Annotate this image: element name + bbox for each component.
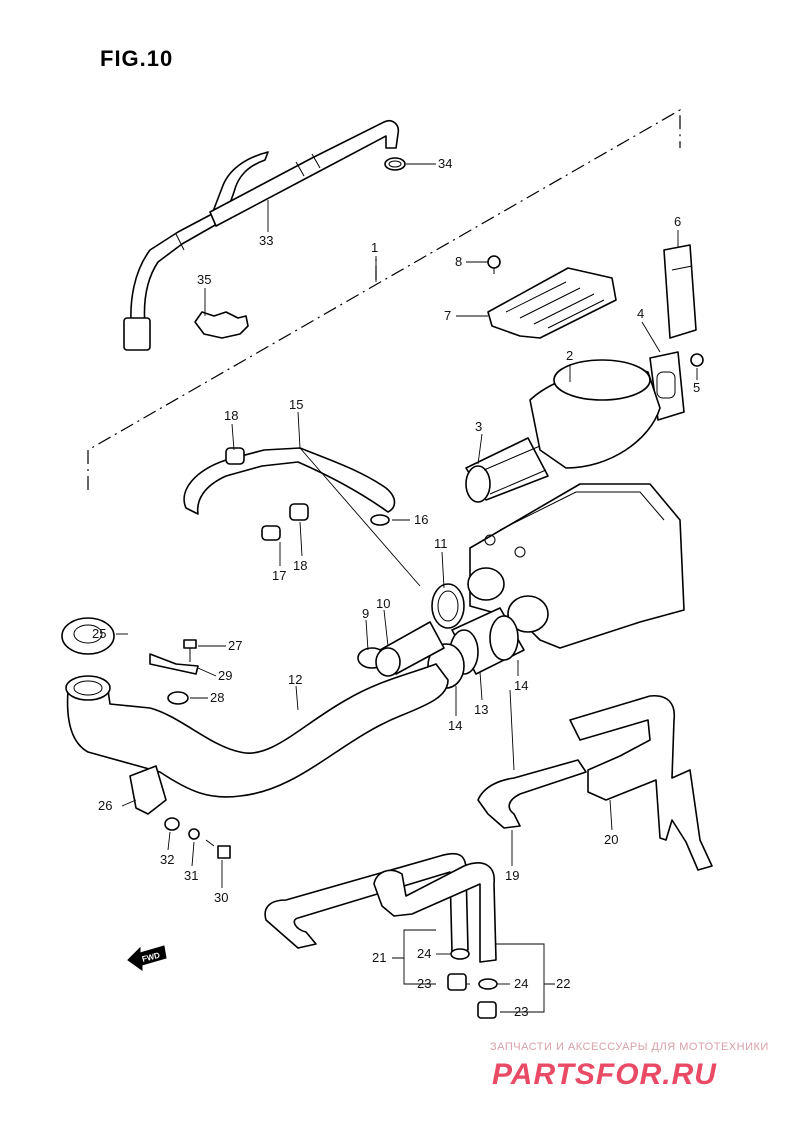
callout-7: 7: [444, 308, 451, 323]
callout-23b: 23: [514, 1004, 528, 1019]
callout-14b: 14: [514, 678, 528, 693]
callout-12: 12: [288, 672, 302, 687]
callout-11: 11: [434, 536, 448, 551]
callout-14a: 14: [448, 718, 462, 733]
callout-24a: 24: [417, 946, 431, 961]
callout-2: 2: [566, 348, 573, 363]
callout-6: 6: [674, 214, 681, 229]
part-clip-24b: [478, 978, 498, 990]
part-hose-19: [477, 759, 587, 829]
part-airbox: [467, 483, 685, 649]
callout-18a: 18: [224, 408, 238, 423]
part-plate-29: [149, 653, 199, 675]
callout-32: 32: [160, 852, 174, 867]
part-washer-31: [188, 828, 200, 840]
callout-1: 1: [371, 240, 378, 255]
callout-3: 3: [475, 419, 482, 434]
callout-4: 4: [637, 306, 644, 321]
callout-15: 15: [289, 397, 303, 412]
part-cap-23a: [447, 973, 467, 991]
callout-35: 35: [197, 272, 211, 287]
part-grommet-25: [61, 617, 115, 655]
callout-26: 26: [98, 798, 112, 813]
callout-13: 13: [474, 702, 488, 717]
callout-8: 8: [455, 254, 462, 269]
part-washer-28: [167, 691, 189, 705]
callout-5: 5: [693, 380, 700, 395]
fwd-arrow-icon: FWD: [127, 945, 167, 971]
part-hose-22: [373, 862, 497, 963]
callout-24b: 24: [514, 976, 528, 991]
leader-lines: [116, 163, 698, 1013]
part-washer-32: [164, 817, 180, 831]
part-hose-15: [183, 447, 396, 515]
watermark-caption: ЗАПЧАСТИ И АКСЕССУАРЫ ДЛЯ МОТОТЕХНИКИ: [490, 1041, 769, 1053]
callout-labels: 34 33 35 1 8 7 6 4 5 2 3 15 18 16 17 18 …: [92, 156, 700, 1019]
part-bracket-26: [129, 765, 167, 815]
callout-30: 30: [214, 890, 228, 905]
callout-31: 31: [184, 868, 198, 883]
part-clip-16: [370, 514, 390, 526]
watermark: ЗАПЧАСТИ И АКСЕССУАРЫ ДЛЯ МОТОТЕХНИКИ PA…: [490, 1041, 769, 1091]
part-clamp-18b: [289, 503, 309, 521]
callout-20: 20: [604, 832, 618, 847]
part-filter-cage: [465, 437, 549, 503]
callout-22: 22: [556, 976, 570, 991]
part-clamp-14b: [489, 615, 519, 661]
callout-33: 33: [259, 233, 273, 248]
callout-17: 17: [272, 568, 286, 583]
callout-28: 28: [210, 690, 224, 705]
part-joint-11: [431, 583, 465, 629]
callout-21: 21: [372, 950, 386, 965]
callout-9: 9: [362, 606, 369, 621]
part-cap-23b: [477, 1001, 497, 1019]
callout-10: 10: [376, 596, 390, 611]
part-bolt-30: [205, 839, 231, 859]
part-filter-element: [529, 359, 661, 469]
fwd-label: FWD: [141, 951, 161, 964]
part-drain-hose-20: [569, 695, 713, 871]
callout-27: 27: [228, 638, 242, 653]
callout-19: 19: [505, 868, 519, 883]
part-clip-24a: [450, 948, 470, 960]
part-clip-35: [194, 311, 249, 339]
callout-23a: 23: [417, 976, 431, 991]
part-bolt-5: [690, 353, 704, 367]
part-bolt-27: [183, 639, 197, 662]
callout-29: 29: [218, 668, 232, 683]
part-screw-8: [487, 255, 501, 274]
callout-34: 34: [438, 156, 452, 171]
callout-18b: 18: [293, 558, 307, 573]
part-cover-7: [487, 267, 617, 339]
callout-16: 16: [414, 512, 428, 527]
part-clamp-34: [384, 157, 406, 171]
part-joint-10: [375, 621, 445, 677]
watermark-brand: PARTSFOR.RU: [492, 1058, 717, 1091]
part-intake-duct-12: [65, 663, 449, 798]
callout-25: 25: [92, 626, 106, 641]
part-clamp-18a: [225, 447, 245, 465]
part-latch-6: [663, 244, 697, 339]
figure-title: FIG.10: [100, 46, 173, 71]
part-plug-17: [261, 525, 281, 541]
part-breather-hose: [123, 119, 400, 351]
